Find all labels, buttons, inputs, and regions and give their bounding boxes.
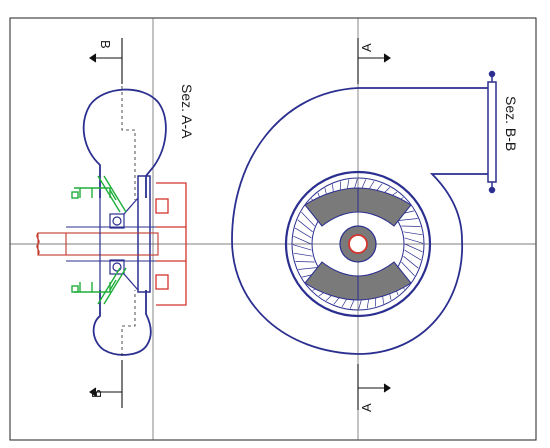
hidden-lines — [121, 86, 136, 356]
impeller-blade — [403, 255, 419, 269]
impeller-blade — [292, 244, 312, 251]
back-plate — [137, 175, 151, 293]
cut-label-b-top: B — [98, 40, 113, 49]
impeller-blade — [401, 225, 421, 227]
impeller-blade — [293, 235, 312, 245]
impeller-blade — [398, 218, 418, 221]
section-a-a-view: Sez. A-A B B — [36, 38, 195, 408]
impeller-blade — [293, 252, 313, 257]
impeller-blade — [295, 261, 315, 263]
impeller-spokes — [304, 187, 412, 301]
impeller-blade — [298, 267, 318, 270]
cut-label-a-top: A — [359, 43, 374, 52]
motor-block — [155, 182, 187, 306]
volute-lower-lobe — [92, 290, 152, 356]
outlet-flange — [487, 70, 497, 194]
volute-casing — [231, 87, 488, 355]
cut-marker-a-bottom — [357, 364, 391, 410]
impeller-blade — [404, 243, 423, 253]
impeller-blade — [403, 231, 423, 236]
section-label-a-a: Sez. A-A — [179, 84, 195, 139]
shaft — [36, 232, 159, 256]
impeller-blade — [294, 227, 312, 239]
impeller-blade — [404, 237, 424, 244]
cut-label-a-bottom: A — [359, 403, 374, 412]
cut-label-b-bottom: B — [89, 389, 104, 398]
cut-marker-b-bottom — [89, 360, 123, 408]
centerlines — [10, 18, 536, 440]
volute-upper-lobe — [82, 88, 167, 198]
section-label-b-b: Sez. B-B — [503, 96, 519, 151]
support-brackets — [71, 175, 127, 305]
cut-marker-a-top — [357, 38, 391, 84]
section-b-b-view: Sez. B-B A A — [231, 38, 519, 412]
drawing-frame — [9, 17, 537, 441]
impeller-blade — [297, 219, 313, 233]
impeller — [284, 170, 432, 318]
cut-marker-b-top — [89, 38, 123, 84]
impeller-blade — [301, 211, 315, 227]
impeller-blade — [404, 249, 422, 261]
impeller-blade — [401, 261, 415, 277]
